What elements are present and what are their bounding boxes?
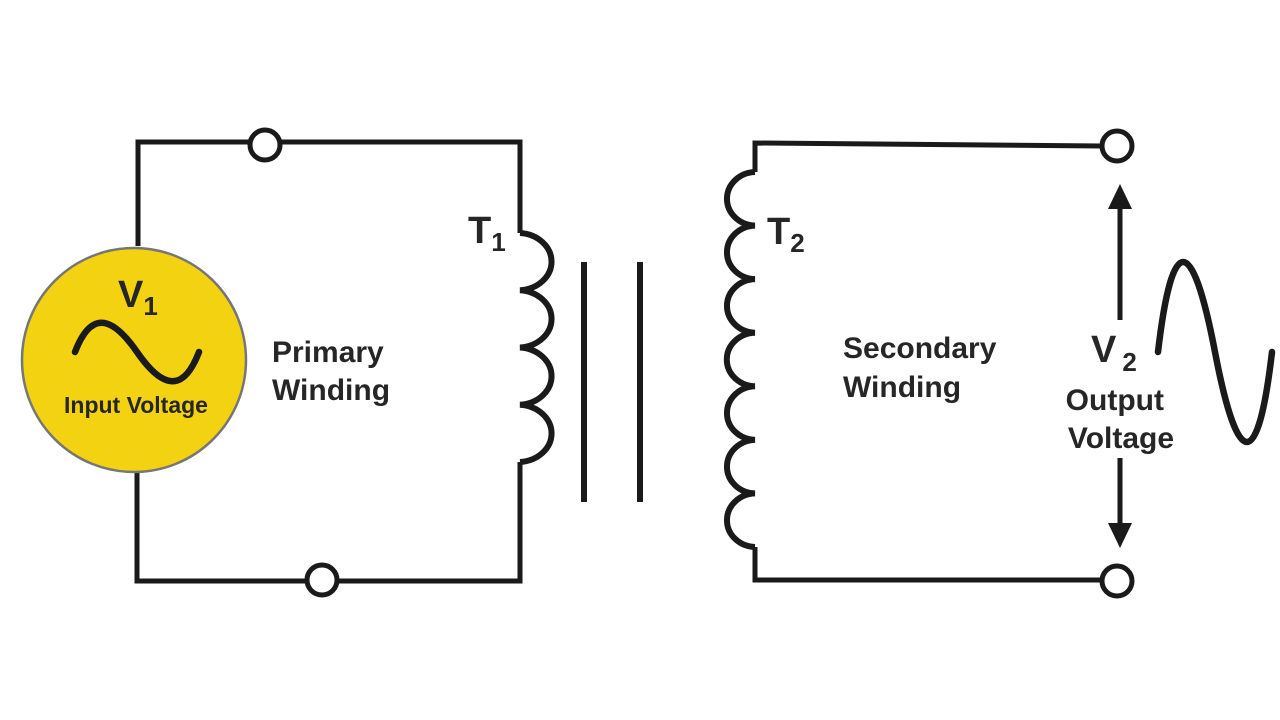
primary-winding-label: Primary Winding [272,336,392,407]
primary-top-terminal-icon [247,127,283,163]
arrow-up-head [1108,184,1132,209]
terminals [247,127,1135,599]
input-voltage-source: V1 Input Voltage [20,246,248,474]
secondary-winding-line1: Secondary [843,332,997,365]
primary-coil-icon [519,230,555,465]
primary-winding-line2: Winding [272,374,390,407]
output-voltage-caption: Output Voltage [1066,384,1174,455]
primary-bottom-terminal-icon [304,562,340,598]
secondary-top-wire [752,140,1103,172]
primary-top-wire [135,139,523,246]
output-caption-line1: Output [1066,384,1164,417]
secondary-bottom-wire [752,547,1102,583]
secondary-top-terminal-icon [1099,128,1135,164]
arrow-up-icon [1108,184,1132,320]
source-circle [20,246,248,474]
arrow-down-icon [1108,458,1132,548]
secondary-winding-label: Secondary Winding [843,332,1005,404]
primary-coil-label: T1 [468,210,506,257]
source-voltage-label: V1 [118,274,158,321]
secondary-coil-label: T2 [767,211,805,258]
input-voltage-caption: Input Voltage [64,392,208,418]
transformer-coils [519,169,756,550]
output-voltage-letter: V [1091,329,1117,371]
secondary-winding-line2: Winding [843,371,961,404]
primary-coil-letter: T [468,210,491,252]
output-sine-wave-icon [1154,259,1276,445]
source-voltage-subscript: 1 [143,291,157,321]
primary-bottom-wire [134,462,523,584]
output-voltage-subscript: 2 [1122,347,1136,377]
secondary-coil-subscript: 2 [790,228,804,258]
secondary-coil-letter: T [767,211,790,253]
primary-coil-subscript: 1 [491,227,505,257]
primary-winding-line1: Primary [272,336,384,369]
secondary-coil-icon [723,169,756,550]
source-voltage-letter: V [118,274,144,316]
input-sine-wave-icon [71,319,203,385]
output-caption-line2: Voltage [1068,422,1174,455]
circuit-wires [134,139,1103,584]
secondary-bottom-terminal-icon [1099,563,1135,599]
transformer-core-icon [581,262,643,502]
arrow-down-head [1108,523,1132,548]
